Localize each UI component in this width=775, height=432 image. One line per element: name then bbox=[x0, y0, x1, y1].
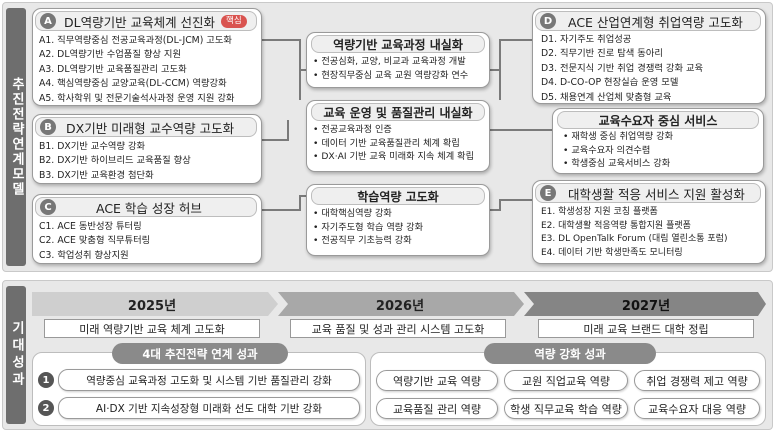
expected-outcomes-label: 기대성과 bbox=[6, 286, 26, 424]
strategy-d-header: D ACE 산업연계형 취업역량 고도화 bbox=[535, 11, 761, 31]
middle-item: • DX·AI 기반 교육 미래화 지속 체계 확립 bbox=[313, 151, 475, 162]
linkage-item-1: 1 역량중심 교육과정 고도화 및 시스템 기반 품질관리 강화 bbox=[38, 369, 360, 391]
strategy-b-item: B3. DX기반 교육환경 첨단화 bbox=[39, 169, 154, 181]
year-2027: 2027년 bbox=[621, 298, 671, 314]
middle-item: • 대학핵심역량 강화 bbox=[313, 208, 392, 219]
strategy-b-header: B DX기반 미래형 교수역량 고도화 bbox=[35, 117, 257, 137]
strategy-b-item: B1. DX기반 교수역량 강화 bbox=[39, 141, 146, 152]
strategy-b-title: DX기반 미래형 교수역량 고도화 bbox=[66, 120, 235, 136]
strategy-a-item: A3. DL역량기반 교육품질관리 고도화 bbox=[39, 63, 187, 75]
strategy-model-label-text: 추진전략연계모델 bbox=[9, 77, 24, 197]
strategy-box-c: C ACE 학습 성장 허브 C1. ACE 동반성장 튜터링 C2. ACE … bbox=[32, 194, 262, 264]
strategy-b-item: B2. DX기반 하이브리드 교육품질 향상 bbox=[39, 155, 191, 167]
strategy-box-d: D ACE 산업연계형 취업역량 고도화 D1. 자기주도 취업성공 D2. 직… bbox=[532, 8, 766, 104]
expected-outcomes-label-text: 기대성과 bbox=[9, 321, 24, 389]
strategy-c-title: ACE 학습 성장 허브 bbox=[96, 200, 202, 216]
strategy-b-items: B1. DX기반 교수역량 강화 B2. DX기반 하이브리드 교육품질 향상 … bbox=[39, 140, 191, 183]
strategy-e-item: E1. 학생성장 지원 코칭 플랫폼 bbox=[541, 207, 658, 217]
strategy-c-badge: C bbox=[40, 199, 56, 215]
strategy-d-item: D1. 자기주도 취업성공 bbox=[541, 34, 632, 45]
strategy-c-item: C1. ACE 동반성장 튜터링 bbox=[39, 221, 142, 232]
strategy-c-header: C ACE 학습 성장 허브 bbox=[35, 197, 257, 217]
linkage-outcomes-title: 4대 추진전략 연계 성과 bbox=[112, 343, 288, 364]
middle-item: • 데이터 기반 교육품질관리 체계 확립 bbox=[313, 137, 460, 149]
capacity-pill: 역량기반 교육 역량 bbox=[376, 370, 498, 391]
strategy-c-items: C1. ACE 동반성장 튜터링 C2. ACE 맞춤형 직무튜터링 C3. 학… bbox=[39, 220, 150, 263]
strategy-a-item: A2. DL역량기반 수업품질 향상 지원 bbox=[39, 49, 182, 61]
strategy-a-item: A5. 학사학위 및 전문기술석사과정 운영 지원 강화 bbox=[39, 92, 235, 104]
demand-item: • 재학생 중심 취업역량 강화 bbox=[563, 131, 674, 142]
goal-2027: 미래 교육 브랜드 대학 정립 bbox=[538, 319, 754, 338]
year-2026: 2026년 bbox=[375, 298, 425, 314]
capacity-pill: 취업 경쟁력 제고 역량 bbox=[634, 370, 760, 391]
middle-box-curriculum-title: 역량기반 교육과정 내실화 bbox=[311, 35, 485, 53]
number-badge-1: 1 bbox=[38, 372, 54, 388]
strategy-a-item: A4. 핵심역량중심 교양교육(DL-CCM) 역량강화 bbox=[39, 78, 227, 90]
strategy-box-a: A DL역량기반 교육체계 선진화 핵심 A1. 직무역량중심 전공교육과정(D… bbox=[32, 8, 262, 106]
strategy-c-item: C2. ACE 맞춤형 직무튜터링 bbox=[39, 235, 151, 247]
demand-item: • 교육수요자 의견수렴 bbox=[563, 144, 651, 156]
demand-service-title: 교육수요자 중심 서비스 bbox=[557, 111, 759, 129]
strategy-d-item: D4. D-CO-OP 현장실습 운영 모델 bbox=[541, 77, 679, 89]
middle-item: • 전공심화, 교양, 비교과 교육과정 개발 bbox=[313, 56, 466, 67]
strategy-e-item: E4. 데이터 기반 학생만족도 모니터링 bbox=[541, 247, 683, 258]
linkage-item-2: 2 AI·DX 기반 지속성장형 미래화 선도 대학 기반 강화 bbox=[38, 397, 360, 419]
strategy-e-item: E2. 대학생활 적응역량 통합지원 플랫폼 bbox=[541, 220, 691, 231]
strategy-model-label: 추진전략연계모델 bbox=[6, 8, 26, 266]
capacity-pill: 학생 직무교육 학습 역량 bbox=[504, 398, 628, 419]
strategy-d-badge: D bbox=[540, 13, 556, 29]
strategy-e-item: E3. DL OpenTalk Forum (대림 열린소통 포럼) bbox=[541, 234, 728, 245]
demand-service-box: 교육수요자 중심 서비스 • 재학생 중심 취업역량 강화 • 교육수요자 의견… bbox=[552, 108, 764, 174]
strategy-a-items: A1. 직무역량중심 전공교육과정(DL-JCM) 고도화 A2. DL역량기반… bbox=[39, 34, 234, 106]
strategy-e-badge: E bbox=[540, 185, 556, 201]
demand-item: • 학생중심 교육서비스 강화 bbox=[563, 158, 671, 169]
goal-2026: 교육 품질 및 성과 관리 시스템 고도화 bbox=[290, 319, 506, 338]
middle-item: • 전공교육과정 인증 bbox=[313, 124, 392, 135]
middle-item: • 전공직무 기초능력 강화 bbox=[313, 235, 412, 246]
core-keyword-badge: 핵심 bbox=[221, 14, 247, 28]
middle-box-curriculum-items: • 전공심화, 교양, 비교과 교육과정 개발 • 현장직무중심 교육 교원 역… bbox=[313, 55, 468, 82]
strategy-d-title: ACE 산업연계형 취업역량 고도화 bbox=[568, 14, 743, 30]
demand-service-items: • 재학생 중심 취업역량 강화 • 교육수요자 의견수렴 • 학생중심 교육서… bbox=[563, 130, 673, 171]
middle-box-quality-items: • 전공교육과정 인증 • 데이터 기반 교육품질관리 체계 확립 • DX·A… bbox=[313, 123, 474, 164]
strategy-e-title: 대학생활 적응 서비스 지원 활성화 bbox=[568, 186, 745, 202]
year-2025: 2025년 bbox=[127, 298, 177, 314]
strategy-a-title: DL역량기반 교육체계 선진화 bbox=[64, 14, 216, 30]
capacity-pill: 교원 직업교육 역량 bbox=[504, 370, 628, 391]
goal-2025: 미래 역량기반 교육 체계 고도화 bbox=[44, 319, 260, 338]
capacity-pill: 교육품질 관리 역량 bbox=[376, 398, 498, 419]
middle-item: • 자기주도형 학습 역량 강화 bbox=[313, 221, 424, 233]
middle-box-quality-title: 교육 운영 및 품질관리 내실화 bbox=[311, 103, 485, 121]
strategy-b-badge: B bbox=[40, 119, 56, 135]
number-badge-2: 2 bbox=[38, 400, 54, 416]
strategy-d-items: D1. 자기주도 취업성공 D2. 직무기반 진로 탐색 동아리 D3. 전문지… bbox=[541, 33, 703, 105]
linkage-item-text: AI·DX 기반 지속성장형 미래화 선도 대학 기반 강화 bbox=[58, 397, 360, 419]
middle-item: • 현장직무중심 교육 교원 역량강화 연수 bbox=[313, 69, 469, 81]
capacity-outcomes-title: 역량 강화 성과 bbox=[484, 343, 656, 364]
strategy-d-item: D3. 전문지식 기반 취업 경쟁력 강화 교육 bbox=[541, 62, 704, 74]
middle-box-curriculum: 역량기반 교육과정 내실화 • 전공심화, 교양, 비교과 교육과정 개발 • … bbox=[306, 32, 490, 88]
strategy-d-item: D5. 채용연계 산업체 맞춤형 교육 bbox=[541, 91, 672, 103]
strategy-d-item: D2. 직무기반 진로 탐색 동아리 bbox=[541, 48, 663, 60]
middle-box-learning: 학습역량 고도화 • 대학핵심역량 강화 • 자기주도형 학습 역량 강화 • … bbox=[306, 184, 490, 256]
strategy-box-b: B DX기반 미래형 교수역량 고도화 B1. DX기반 교수역량 강화 B2.… bbox=[32, 114, 262, 184]
middle-box-learning-items: • 대학핵심역량 강화 • 자기주도형 학습 역량 강화 • 전공직무 기초능력… bbox=[313, 207, 423, 248]
strategy-e-items: E1. 학생성장 지원 코칭 플랫폼 E2. 대학생활 적응역량 통합지원 플랫… bbox=[541, 206, 727, 260]
middle-box-quality: 교육 운영 및 품질관리 내실화 • 전공교육과정 인증 • 데이터 기반 교육… bbox=[306, 100, 490, 172]
strategy-a-badge: A bbox=[40, 13, 56, 29]
strategy-a-item: A1. 직무역량중심 전공교육과정(DL-JCM) 고도화 bbox=[39, 35, 232, 46]
middle-box-learning-title: 학습역량 고도화 bbox=[311, 187, 485, 205]
capacity-pill: 교육수요자 대응 역량 bbox=[634, 398, 760, 419]
linkage-item-text: 역량중심 교육과정 고도화 및 시스템 기반 품질관리 강화 bbox=[58, 369, 360, 391]
strategy-e-header: E 대학생활 적응 서비스 지원 활성화 bbox=[535, 183, 761, 203]
strategy-box-e: E 대학생활 적응 서비스 지원 활성화 E1. 학생성장 지원 코칭 플랫폼 … bbox=[532, 180, 766, 264]
strategy-a-header: A DL역량기반 교육체계 선진화 핵심 bbox=[35, 11, 257, 31]
strategy-c-item: C3. 학업성취 향상지원 bbox=[39, 249, 129, 261]
